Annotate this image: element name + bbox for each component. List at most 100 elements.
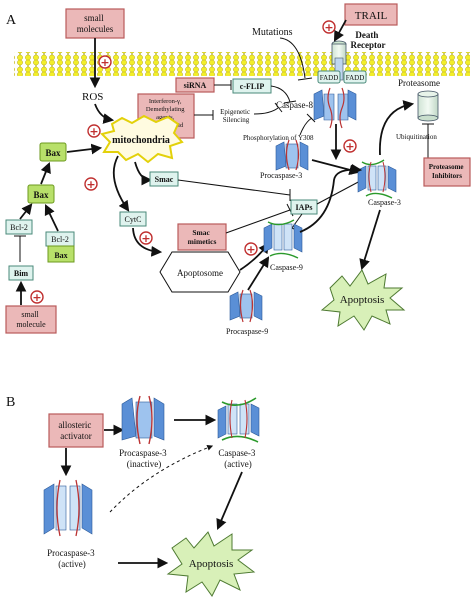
fadd-right-box: FADD <box>343 70 367 84</box>
cytc-label: CytC <box>125 215 142 224</box>
procaspase3-active-line1: Procaspase-3 <box>47 548 95 558</box>
caspase-3-active-b-icon <box>217 397 260 443</box>
svg-text:small molecules: small molecules <box>77 13 114 34</box>
sirna-label: siRNA <box>184 81 207 90</box>
svg-text:Epigenetic Silencing: Epigenetic Silencing <box>220 108 252 124</box>
allosteric-line1: allosteric <box>58 420 91 430</box>
cytc-box: CytC <box>119 211 147 227</box>
panel-b-letter: B <box>6 395 15 410</box>
bax-top-box: Bax <box>39 142 67 162</box>
plus-sign: + <box>139 231 153 245</box>
procaspase3-label: Procaspase-3 <box>260 171 302 180</box>
caspase3-label: Caspase-3 <box>368 198 401 207</box>
bim-label: Bim <box>14 269 29 278</box>
proteasome-label: Proteasome <box>398 78 440 88</box>
svg-text:+: + <box>100 56 109 69</box>
procaspase3-active-line2: (active) <box>58 559 85 569</box>
death-receptor-line2: Receptor <box>351 40 386 50</box>
iaps-label: IAPs <box>296 203 313 212</box>
smac-mimetics-line2: mimetics <box>188 237 217 246</box>
plus-sign: + <box>30 290 44 304</box>
caspase8-label: Caspase-8 <box>276 100 313 110</box>
svg-text:+: + <box>141 232 150 245</box>
smac-label: Smac <box>155 175 174 184</box>
caspase-8-icon <box>313 87 357 129</box>
procaspase-3-icon <box>275 139 309 171</box>
small-molecules-top-box: small molecules <box>65 8 125 39</box>
procaspase-9-icon <box>229 289 263 323</box>
svg-text:Procaspase-3 (inactive): Procaspase-3 (inactive) <box>119 448 169 469</box>
svg-text:+: + <box>86 178 95 191</box>
caspase-3-active-icon <box>357 159 397 199</box>
proteasome-inhibitors-box: Proteasome Inhibitors <box>423 157 471 187</box>
bcl2-bax-complex: Bcl-2 Bax <box>45 231 75 263</box>
epigenetic-line1: Epigenetic <box>220 108 250 116</box>
svg-text:+: + <box>324 21 333 34</box>
apoptosis-a-label: Apoptosis <box>340 294 385 306</box>
procaspase9-label: Procaspase-9 <box>226 327 268 336</box>
allosteric-activator-box: allosteric activator <box>48 413 104 448</box>
allosteric-line2: activator <box>60 431 91 441</box>
small-molecules-top-line1: small <box>84 13 104 23</box>
plus-sign: + <box>98 55 112 69</box>
bax-mid-box: Bax <box>27 184 55 204</box>
cell-membrane <box>14 52 470 76</box>
svg-text:Smac mimetics: Smac mimetics <box>188 228 217 246</box>
bax-top-label: Bax <box>45 148 61 158</box>
fadd-right-label: FADD <box>346 74 365 82</box>
small-molecule-bottom-line1: small <box>21 310 39 319</box>
proteasome-inhibitors-line2: Inhibitors <box>432 172 462 180</box>
trail-label: TRAIL <box>355 10 388 22</box>
svg-text:small molecule: small molecule <box>16 310 46 329</box>
svg-text:+: + <box>246 243 255 256</box>
bim-box: Bim <box>8 265 34 281</box>
phospho-label: Phosphorylation of Y308 <box>243 134 314 142</box>
apoptosis-starburst-b <box>166 531 256 597</box>
trail-box: TRAIL <box>344 3 398 26</box>
apoptosis-starburst-a <box>320 269 406 331</box>
cflip-label: c-FLIP <box>240 82 265 91</box>
sirna-box: siRNA <box>175 77 215 93</box>
fadd-left-label: FADD <box>320 74 339 82</box>
panel-a-letter: A <box>6 13 17 28</box>
interferon-line2: Demethylating <box>146 106 185 113</box>
bax-mid-label: Bax <box>33 190 49 200</box>
fadd-left-box: FADD <box>317 70 341 84</box>
epigenetic-line2: Silencing <box>223 116 250 124</box>
bcl2-left-box: Bcl-2 <box>5 219 33 235</box>
procaspase-3-active-icon <box>43 479 93 537</box>
mutations-label: Mutations <box>252 27 293 38</box>
ros-label: ROS <box>82 91 103 103</box>
apoptosis-b-label: Apoptosis <box>189 558 234 570</box>
smac-mimetics-line1: Smac <box>192 228 210 237</box>
interferon-line1: Interferon-γ, <box>149 98 182 105</box>
cflip-box: c-FLIP <box>232 78 272 94</box>
ubiquitination-label: Ubiquitination <box>396 133 437 141</box>
apoptosome-label: Apoptosome <box>177 268 223 278</box>
apoptosome-hexagon <box>159 251 241 293</box>
svg-text:+: + <box>345 140 354 153</box>
small-molecule-bottom-line2: molecule <box>16 320 46 329</box>
caspase9-label: Caspase-9 <box>270 263 303 272</box>
procaspase-3-inactive-icon <box>121 395 165 445</box>
svg-text:allosteric activator: allosteric activator <box>58 420 93 441</box>
plus-sign: + <box>322 20 336 34</box>
plus-sign: + <box>84 177 98 191</box>
smac-box: Smac <box>149 171 179 187</box>
bcl2-left-label: Bcl-2 <box>10 223 28 232</box>
svg-text:Proteasome Inhibitors: Proteasome Inhibitors <box>429 163 466 180</box>
death-receptor-line1: Death <box>355 30 378 40</box>
plus-sign: + <box>343 139 357 153</box>
procaspase3-inactive-line1: Procaspase-3 <box>119 448 167 458</box>
small-molecule-bottom-box: small molecule <box>5 305 57 334</box>
death-receptor-icon <box>331 40 347 81</box>
proteasome-inhibitors-line1: Proteasome <box>429 163 464 171</box>
bcl2-right-label: Bcl-2 <box>51 235 69 244</box>
proteasome-icon <box>417 90 439 122</box>
svg-text:+: + <box>32 291 41 304</box>
mitochondria-label: mitochondria <box>112 135 170 146</box>
caspase3-active-line2: (active) <box>224 459 251 469</box>
svg-text:Caspase-3 (active): Caspase-3 (active) <box>218 448 257 469</box>
caspase-9-icon <box>263 219 303 259</box>
